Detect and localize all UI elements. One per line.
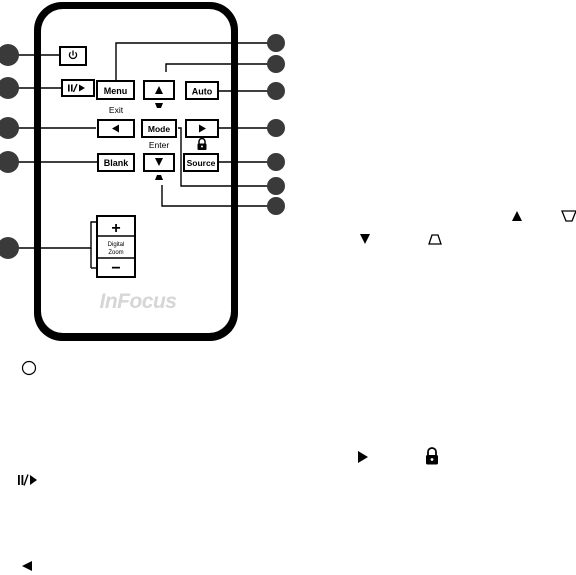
callout-circle: [267, 153, 285, 171]
infocus-logo: InFocus: [99, 290, 176, 313]
callout-circle: [267, 82, 285, 100]
exit-label: Exit: [109, 105, 124, 115]
callout-circle: [267, 197, 285, 215]
lock-icon: [426, 447, 438, 465]
up-arrow-icon: [512, 211, 522, 221]
power-icon: [68, 50, 78, 60]
callout-lines: [11, 42, 275, 269]
up-button[interactable]: [143, 80, 175, 100]
blank-button-label: Blank: [104, 158, 130, 168]
keystone-up-icon: [428, 234, 442, 245]
callout-circle: [0, 44, 19, 66]
zoom-plus-label: +: [111, 220, 120, 237]
right-button[interactable]: [185, 119, 219, 138]
callout-circle: [267, 55, 285, 73]
keystone-down-icon: [155, 103, 163, 108]
keystone-down-icon: [561, 210, 576, 222]
right-callout-circles: [267, 34, 285, 215]
freeze-play-icon: [68, 83, 85, 93]
callout-circle: [0, 237, 19, 259]
auto-button-label: Auto: [192, 87, 213, 97]
lock-icon: [197, 137, 207, 150]
down-arrow-icon: [360, 234, 370, 244]
digital-label: Digital: [108, 242, 125, 248]
callout-circle: [267, 177, 285, 195]
digital-zoom-rocker: + Digital Zoom −: [96, 215, 136, 278]
zoom-minus-label: −: [111, 260, 120, 277]
auto-button[interactable]: Auto: [185, 81, 219, 100]
power-button[interactable]: [59, 46, 87, 66]
zoom-label: Zoom: [108, 250, 123, 256]
up-arrow-icon: [155, 86, 163, 94]
menu-button[interactable]: Menu: [96, 80, 135, 100]
down-arrow-icon: [155, 158, 163, 166]
zoom-out-button[interactable]: −: [98, 257, 134, 277]
source-button-label: Source: [187, 158, 216, 168]
callout-circle: [21, 360, 37, 376]
freeze-play-button[interactable]: [61, 79, 95, 97]
right-arrow-icon: [199, 124, 206, 133]
left-arrow-icon: [112, 124, 119, 133]
right-arrow-icon: [358, 451, 368, 463]
keystone-up-icon: [155, 175, 163, 180]
callout-circle: [267, 119, 285, 137]
callout-circle: [0, 117, 19, 139]
source-button[interactable]: Source: [183, 153, 219, 172]
blank-button[interactable]: Blank: [97, 153, 135, 172]
enter-label: Enter: [149, 140, 169, 150]
left-arrow-icon: [22, 561, 32, 571]
callout-circle: [0, 151, 19, 173]
zoom-in-button[interactable]: +: [98, 220, 134, 237]
freeze-play-icon: [18, 474, 37, 486]
callout-circle: [267, 34, 285, 52]
callout-circle: [0, 77, 19, 99]
mode-button-label: Mode: [148, 124, 170, 134]
left-callout-circles: [0, 44, 19, 259]
mode-button[interactable]: Mode: [141, 119, 177, 138]
left-button[interactable]: [97, 119, 135, 138]
menu-button-label: Menu: [104, 86, 128, 96]
down-button[interactable]: [143, 153, 175, 172]
